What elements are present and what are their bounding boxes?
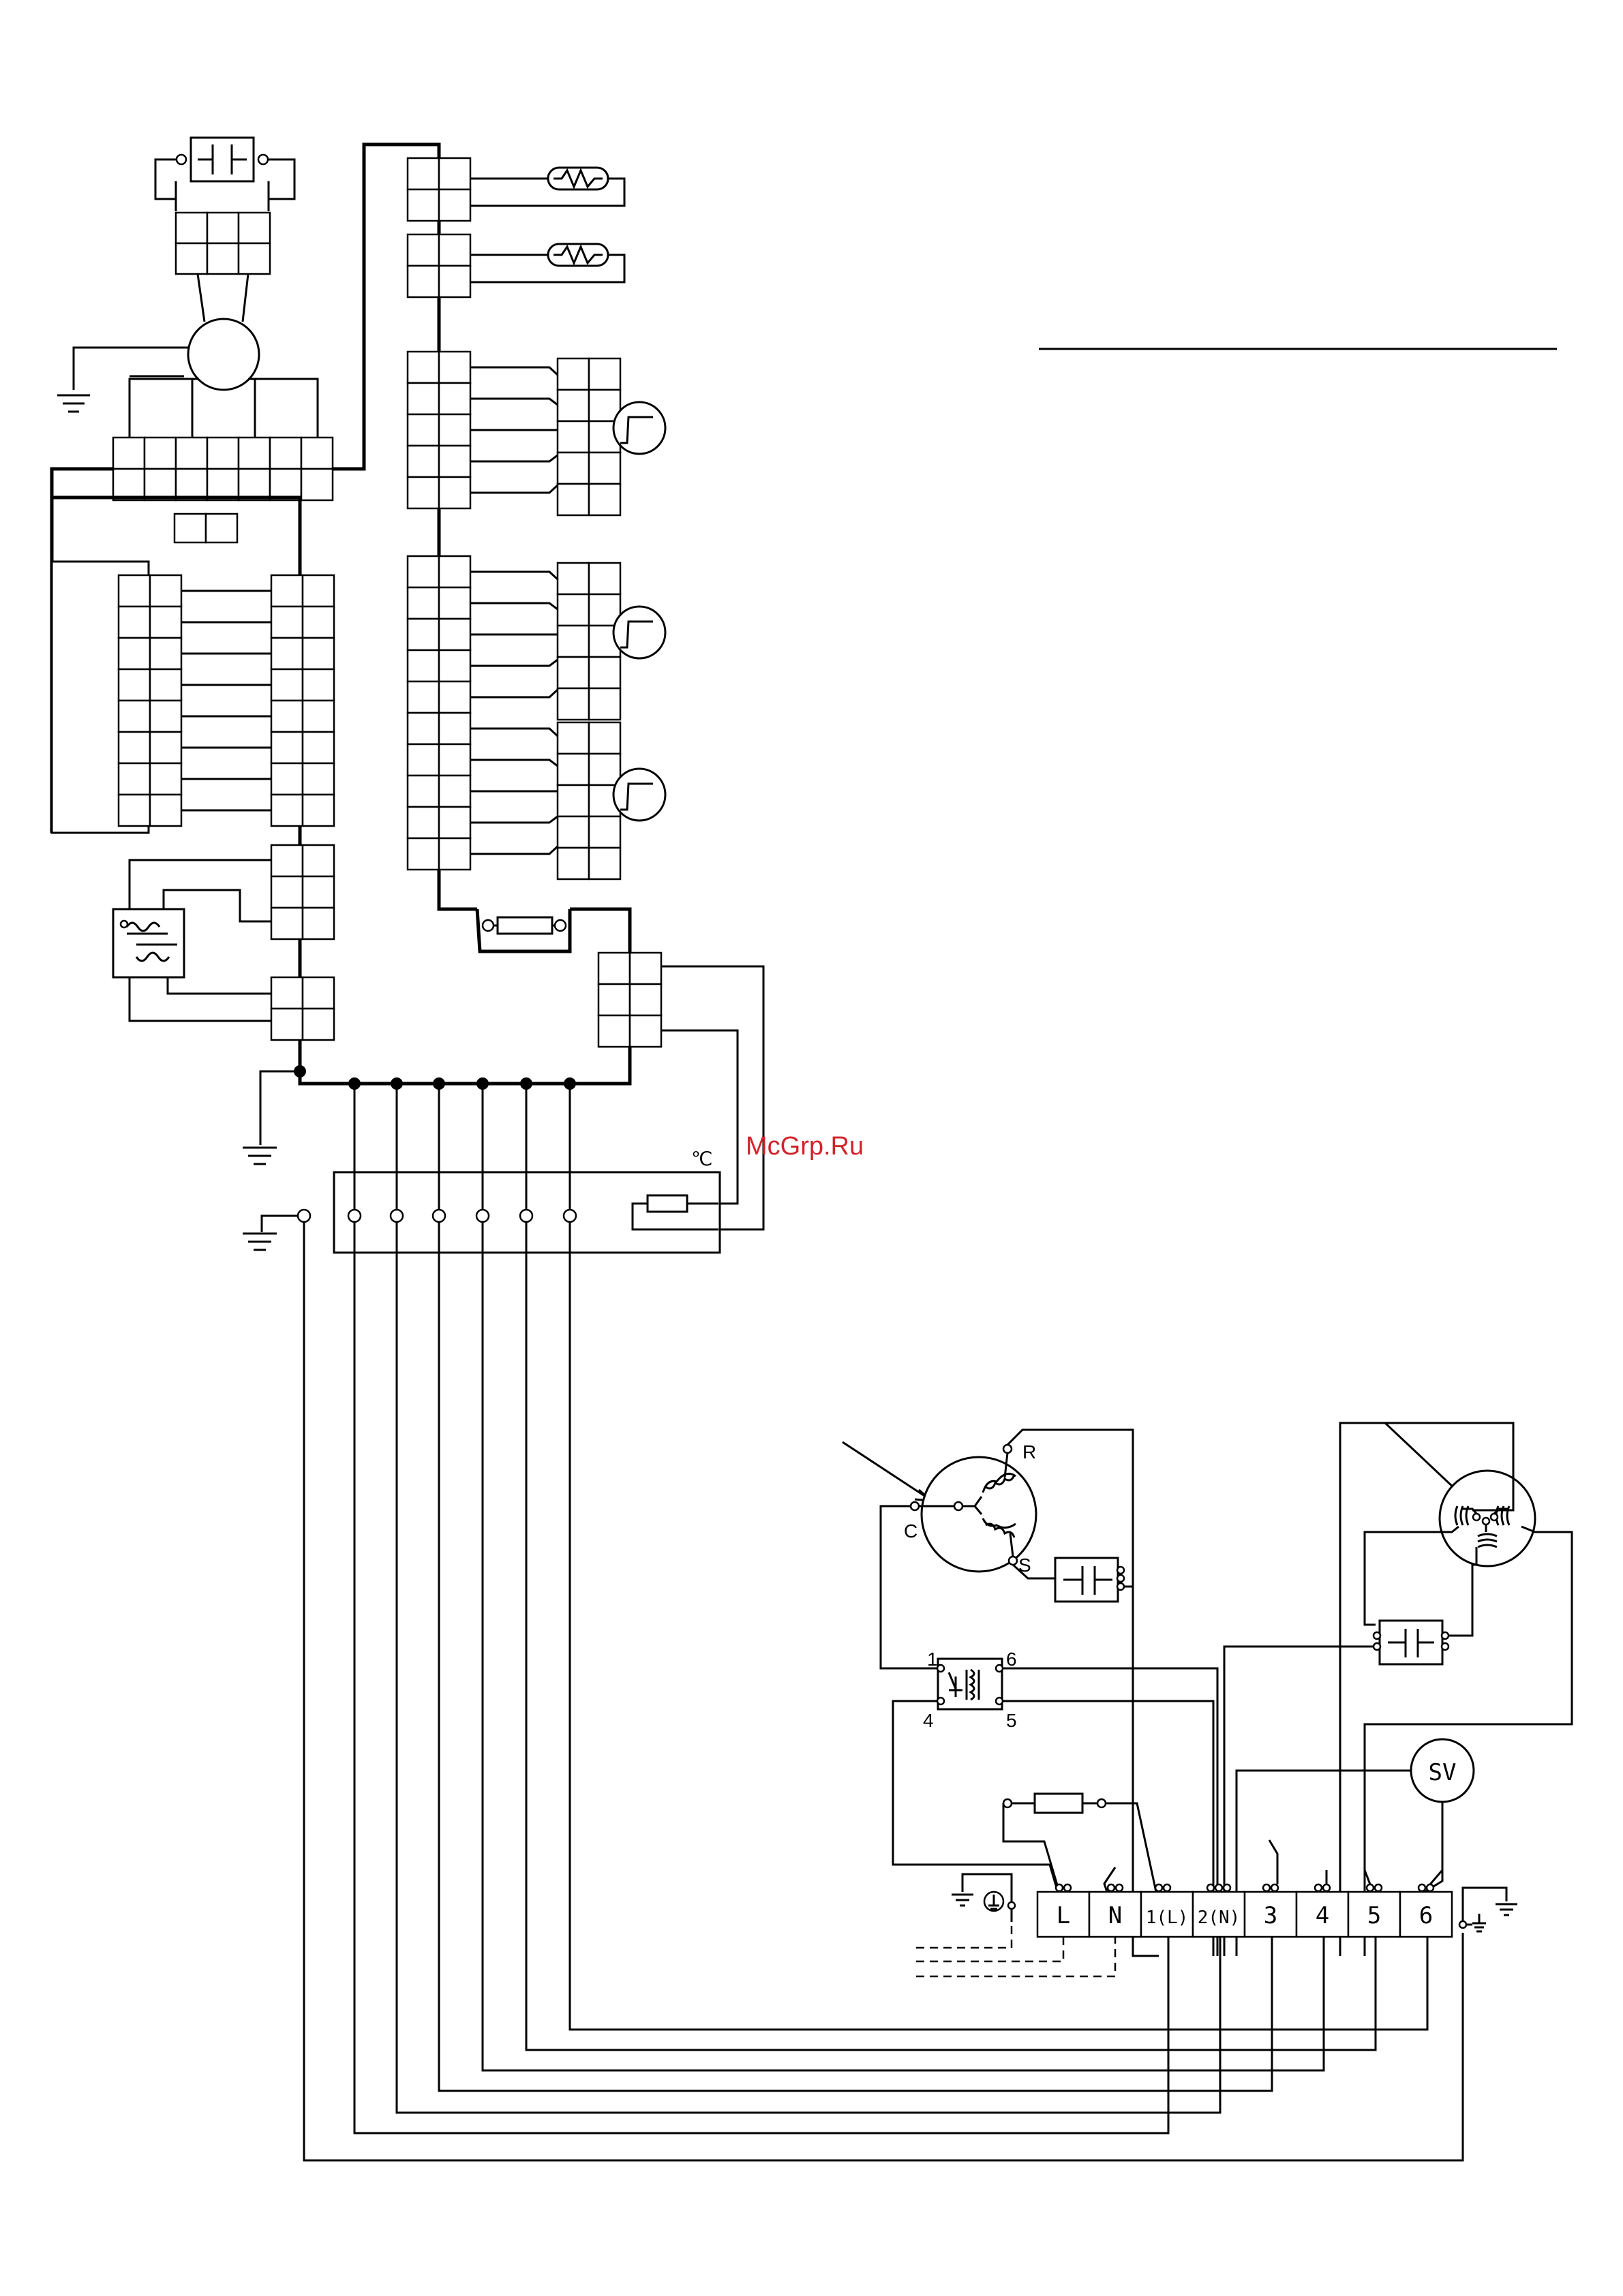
compressor-terminal-r: R	[1022, 1441, 1036, 1463]
relay-pin-4: 4	[923, 1710, 934, 1731]
relay-pin-1: 1	[927, 1649, 938, 1670]
terminal-label-2n: 2(N)	[1198, 1908, 1241, 1928]
display-board	[52, 562, 334, 833]
step-motor-symbol-2	[613, 607, 665, 658]
step-motor-plug-2	[558, 563, 620, 720]
terminal-ground	[243, 1210, 310, 1250]
watermark: McGrp.Ru	[746, 1132, 864, 1161]
terminal-label-5: 5	[1367, 1902, 1381, 1929]
temp-unit-label: ℃	[691, 1148, 712, 1169]
terminal-label-3: 3	[1264, 1902, 1277, 1929]
compressor: R C S	[843, 1441, 1036, 1576]
terminal-label-n: N	[1108, 1902, 1122, 1929]
step-motor-plug-1	[558, 358, 620, 515]
main-board-display-connector	[271, 575, 334, 826]
relay-pin-5: 5	[1006, 1710, 1017, 1731]
transformer-primary-connector	[271, 845, 334, 939]
step-motor-symbol-1	[613, 402, 665, 454]
terminal-label-1l: 1(L)	[1146, 1908, 1189, 1928]
outdoor-terminal-block: L N 1(L) 2(N) 3 4 5 6	[1037, 1840, 1517, 1937]
outdoor-fan-motor	[1340, 1423, 1572, 1956]
step-motor-wires-1	[470, 367, 558, 493]
terminal-label-6: 6	[1419, 1902, 1433, 1929]
fan-motor-connector	[113, 438, 333, 500]
sensor-connector-2	[408, 234, 470, 297]
room-temp-thermistor	[470, 168, 624, 206]
step-motor-symbol-3	[613, 769, 665, 821]
interconnect-cable	[304, 1222, 1463, 2160]
compressor-terminal-c: C	[904, 1520, 917, 1542]
step-motor-plug-3	[558, 722, 620, 879]
ground-symbol	[243, 1071, 300, 1164]
fan-motor-assembly	[57, 138, 318, 440]
pipe-temp-thermistor	[470, 244, 624, 282]
sensor-connector-1	[408, 158, 470, 221]
step-motor-wires-2	[470, 572, 558, 697]
bus-junctions	[294, 1065, 576, 1090]
transformer	[113, 860, 271, 1021]
display-board-connector	[119, 575, 181, 826]
step-motor-wires-3	[470, 729, 558, 854]
step-motor-connector-3	[408, 713, 470, 870]
solenoid-valve-label: SV	[1429, 1759, 1457, 1786]
terminal-label-4: 4	[1316, 1902, 1329, 1929]
outdoor-ground	[952, 1874, 1015, 1922]
terminal-label-l: L	[1057, 1902, 1070, 1929]
step-motor-connector-2	[408, 556, 470, 713]
jumper-connector	[175, 514, 237, 542]
fan-capacitor-connector	[176, 213, 270, 274]
transformer-secondary-connector	[271, 977, 334, 1040]
step-motor-connector-1	[408, 352, 470, 508]
board-fuse	[477, 909, 570, 951]
relay-pin-6: 6	[1006, 1649, 1017, 1670]
display-cable	[181, 591, 271, 810]
